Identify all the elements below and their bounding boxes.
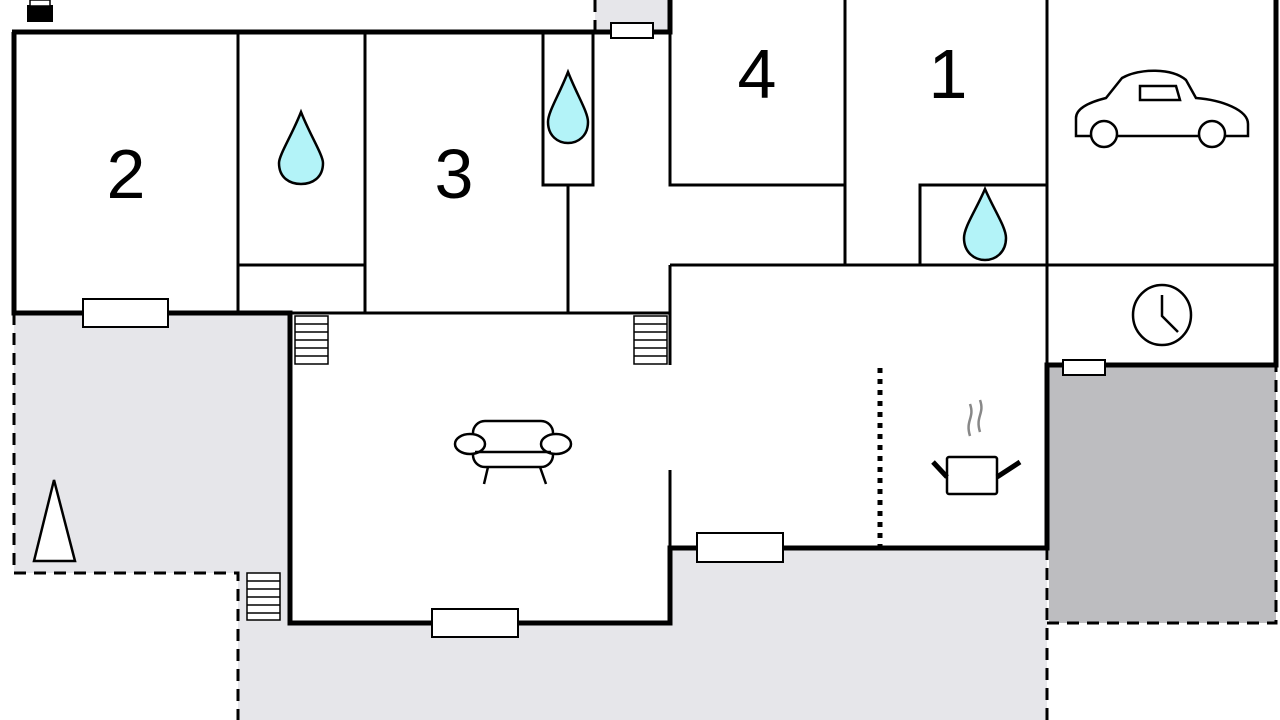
room-label: 1 [929,35,968,113]
tree-icon [32,479,77,563]
room-label: 3 [435,135,474,213]
window [696,532,784,563]
clock-icon [1131,283,1193,347]
window [431,608,519,638]
terrace-bottom [238,548,1047,720]
cooking-pot-icon [931,399,1022,496]
window [82,298,169,328]
interior-walls [236,0,1276,548]
grill-icon [27,0,53,22]
carport-area [1049,367,1276,623]
window [1062,359,1106,376]
water-drop-icon [546,68,590,145]
terrace-left [14,313,290,573]
sofa-icon [453,419,573,485]
terrace-boundary [12,0,1278,720]
stairs-icon [294,315,329,365]
window [610,22,654,39]
room-label: 2 [107,135,146,213]
water-drop-icon [277,108,325,186]
stairs-icon [633,315,668,365]
car-icon [1074,69,1250,149]
room-label: 4 [738,35,777,113]
water-drop-icon [962,185,1008,262]
stairs-icon [246,572,281,621]
